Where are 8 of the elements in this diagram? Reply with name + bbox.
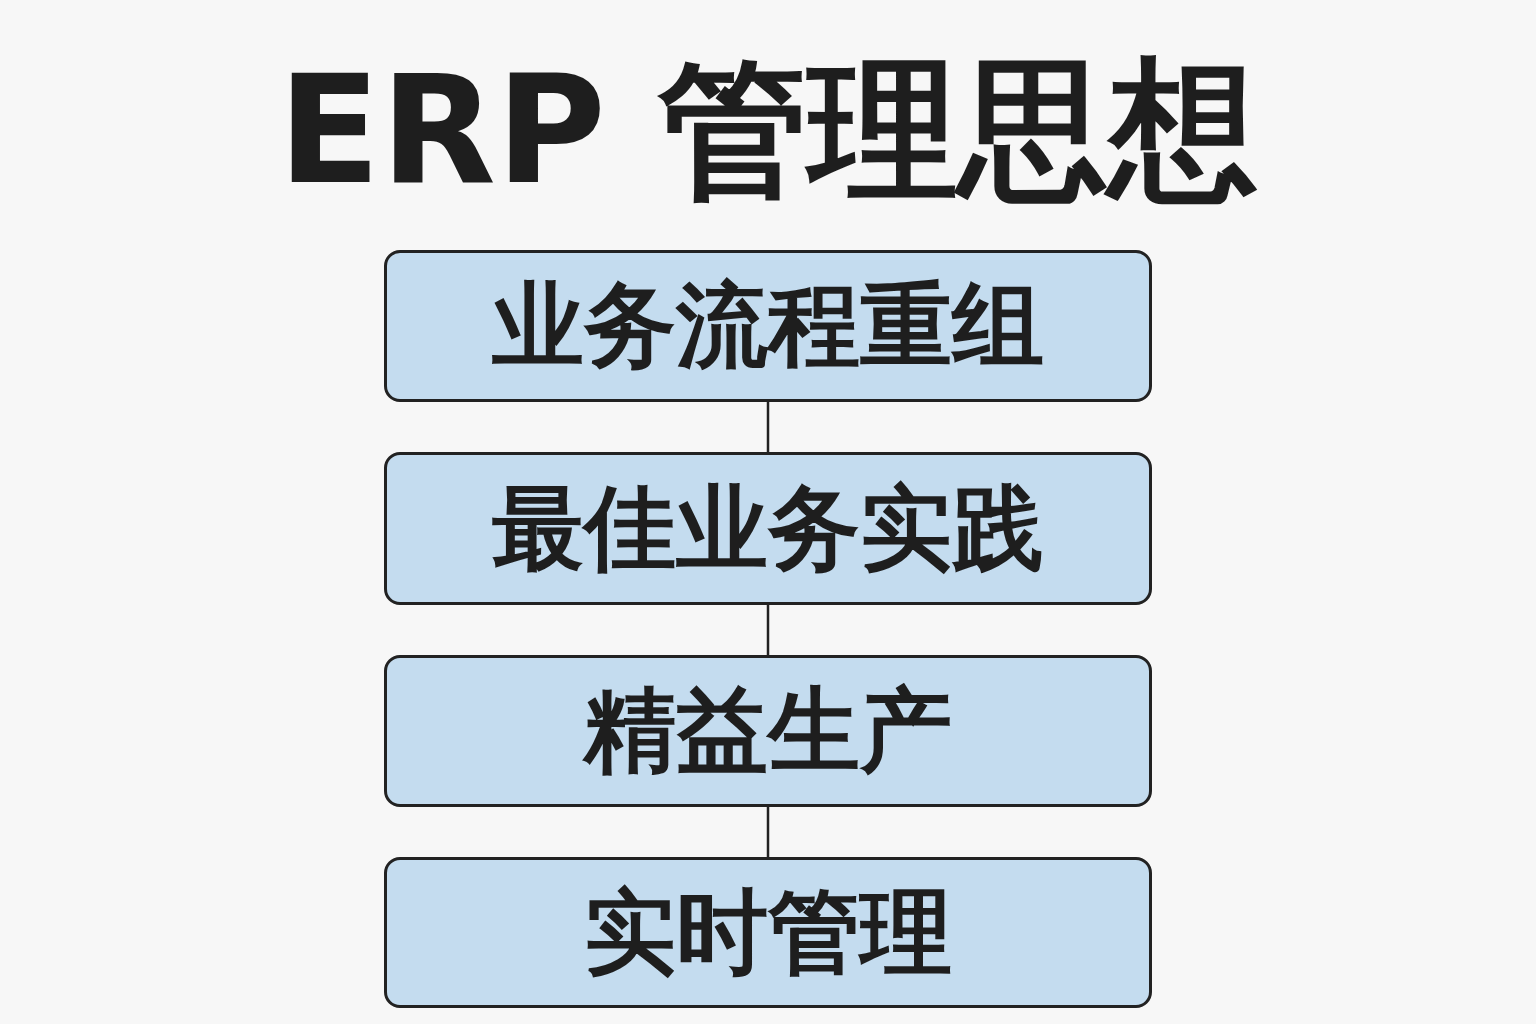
process-box: 实时管理	[384, 857, 1152, 1008]
connector-line	[766, 807, 770, 857]
connector-line	[766, 402, 770, 452]
title: ERP 管理思想	[277, 43, 1259, 217]
process-box: 最佳业务实践	[384, 452, 1152, 605]
connector-line	[766, 605, 770, 655]
process-box: 精益生产	[384, 655, 1152, 807]
process-box: 业务流程重组	[384, 250, 1152, 402]
